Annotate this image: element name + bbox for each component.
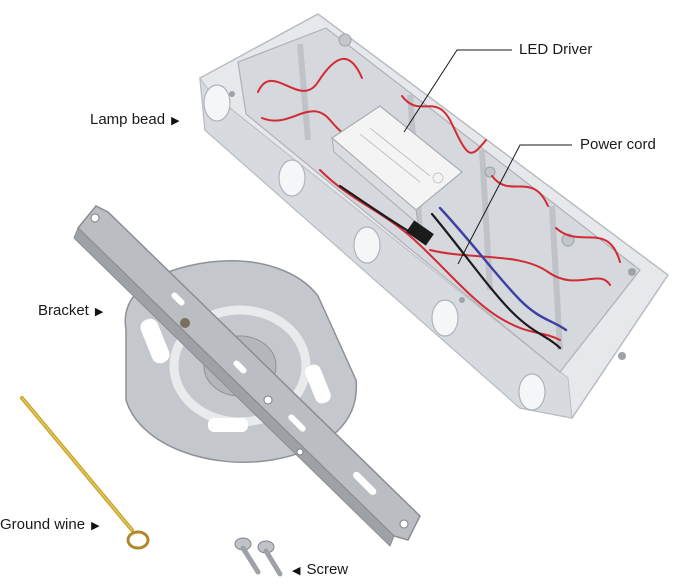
screws-illustration <box>234 537 283 577</box>
ground-wire-illustration <box>20 396 150 550</box>
arrow-right-icon: ▶ <box>91 520 100 532</box>
arrow-right-icon: ▶ <box>171 115 180 127</box>
label-bracket: Bracket ▶ <box>38 302 103 321</box>
label-lamp-bead: Lamp bead ▶ <box>90 111 180 130</box>
label-led-driver: LED Driver <box>519 41 592 59</box>
label-power-cord-text: Power cord <box>580 136 656 153</box>
leader-lines <box>403 49 572 265</box>
label-lamp-bead-text: Lamp bead <box>90 111 166 128</box>
label-screw-text: Screw <box>306 561 349 578</box>
label-led-driver-text: LED Driver <box>519 41 593 58</box>
label-bracket-text: Bracket <box>38 302 89 319</box>
arrow-right-icon: ▶ <box>94 306 104 318</box>
label-power-cord: Power cord <box>580 136 656 154</box>
led-driver-box <box>331 105 463 246</box>
leader-led-driver <box>403 49 512 133</box>
leader-power-cord <box>457 144 572 265</box>
arrow-left-icon: ◀ <box>292 565 301 577</box>
label-ground-wire-text: Ground wine <box>0 516 86 533</box>
lamp-beads <box>203 84 546 411</box>
label-screw: ◀ Screw <box>292 561 348 580</box>
mounting-bracket <box>73 205 421 547</box>
label-ground-wire: Ground wine ▶ <box>0 516 100 535</box>
